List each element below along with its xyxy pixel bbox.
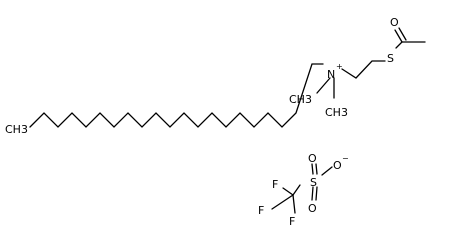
alkyl-chain-bonds [29,63,324,128]
carbonyl-double-bond-b [398,27,407,41]
cf-bond-2 [271,194,294,210]
ethylene-linker-bonds [341,60,386,79]
atom-fluorine-3: F [289,215,295,228]
atom-n-methyl-right: CH3 [325,106,348,119]
atom-n-methyl-left: CH3 [289,93,312,106]
atom-oxygen-anion: O [333,159,342,172]
so-double-bond-up-b [315,163,318,175]
atom-sulfur-sulfonate: S [310,176,317,189]
atom-carbonyl-oxygen: O [390,16,399,29]
atom-nitrogen: N [327,68,335,81]
atom-ch3-terminal: CH3 [5,123,28,136]
so-double-bond-down-a [311,186,314,201]
atom-fluorine-1: F [272,178,278,191]
so-single-bond [321,166,333,176]
anion-charge: − [342,154,349,163]
atom-oxygen-1: O [308,152,317,165]
atom-fluorine-2: F [258,204,264,217]
nitrogen-charge: + [336,62,343,71]
cf-bond-3 [292,194,296,214]
so-double-bond-down-b [315,186,318,201]
n-methyl-bond-left [316,77,331,94]
s-carbonyl-bond [395,41,403,49]
so-double-bond-up-a [311,163,314,175]
atom-sulfur-thioester: S [387,52,394,65]
cf3-cs-bond [292,184,301,196]
carbonyl-double-bond-a [394,29,403,43]
atom-oxygen-2: O [308,202,317,215]
cf-bond-1 [282,187,294,196]
